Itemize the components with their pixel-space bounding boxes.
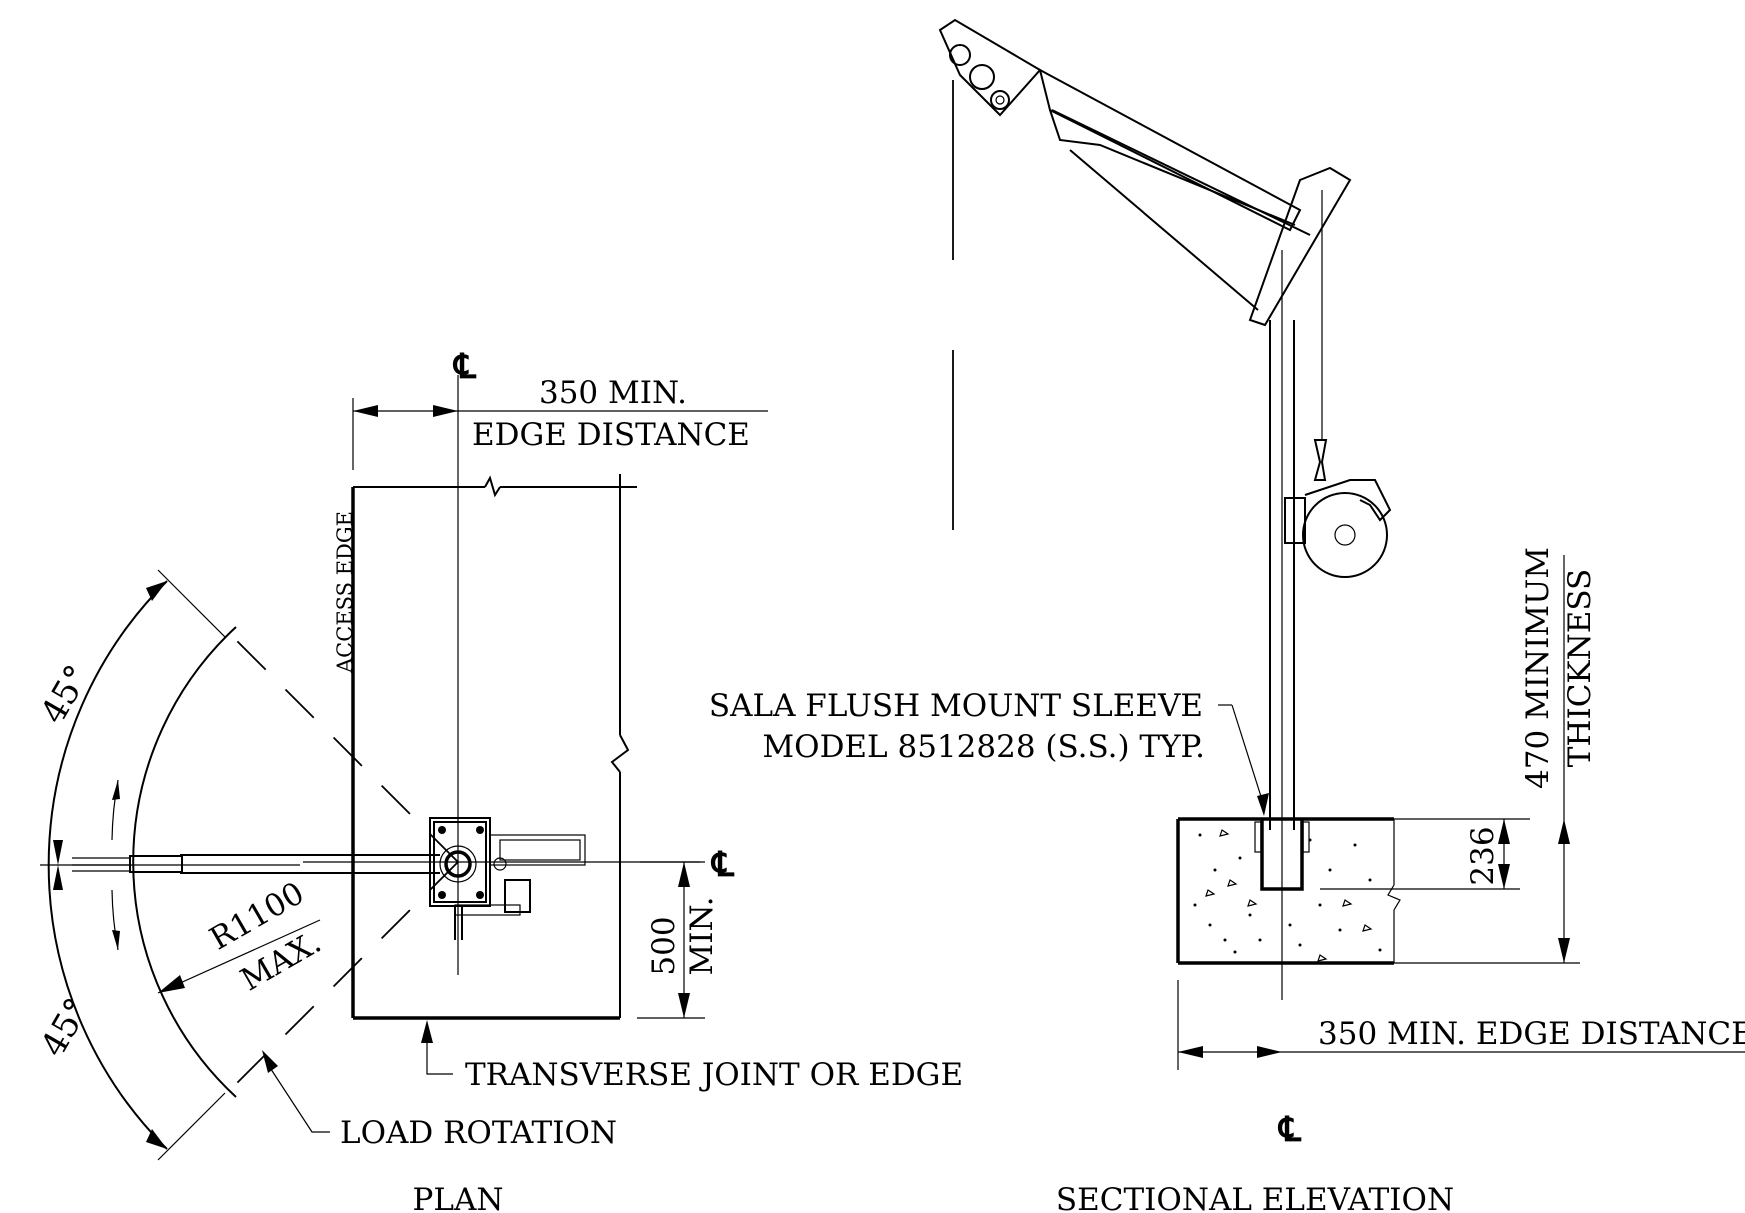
- elevation-thickness-label: THICKNESS: [1562, 569, 1598, 768]
- elevation-centerline-symbol: ℄: [1277, 1110, 1302, 1150]
- plan-transverse-joint-label: TRANSVERSE JOINT OR EDGE: [465, 1057, 963, 1093]
- elevation-concrete-hatch: [1193, 829, 1382, 962]
- plan-angle-arc: [47, 569, 226, 1161]
- plan-title: PLAN: [413, 1182, 504, 1213]
- plan-radius-arc: [132, 626, 321, 1098]
- plan-boom-arm: [72, 854, 440, 874]
- elevation-title: SECTIONAL ELEVATION: [1056, 1182, 1454, 1213]
- plan-rotation-limit-lines: [221, 625, 459, 1099]
- plan-min-label: MIN.: [684, 897, 720, 976]
- plan-load-rotation-label: LOAD ROTATION: [340, 1115, 617, 1151]
- plan-base-plate: [429, 817, 586, 940]
- plan-transverse-joint-leader: [421, 1020, 453, 1075]
- plan-centerline-symbol-top: ℄: [452, 347, 477, 387]
- plan-min-value: 500: [646, 916, 682, 975]
- plan-angle-lower: 45°: [33, 991, 98, 1063]
- elevation-concrete-slab: [1176, 817, 1401, 965]
- plan-edge-distance-label: EDGE DISTANCE: [472, 417, 750, 453]
- elevation-depth-value: 236: [1465, 826, 1501, 885]
- plan-centerlines: [303, 375, 700, 975]
- plan-edge-distance-dimension: [352, 398, 768, 470]
- plan-centerline-symbol-right: ℄: [710, 845, 735, 885]
- plan-edge-distance-value: 350 MIN.: [539, 375, 687, 411]
- elevation-mast: [1269, 250, 1295, 1000]
- plan-min-distance-dimension: [637, 861, 705, 1019]
- elevation-sleeve-leader: [1218, 704, 1269, 816]
- plan-rotation-arrows: [111, 779, 120, 951]
- elevation-sleeve-label-line2: MODEL 8512828 (S.S.) TYP.: [762, 729, 1205, 765]
- plan-access-edge-label: ACCESS EDGE: [333, 511, 357, 674]
- elevation-davit-arm: [938, 18, 1352, 440]
- elevation-edge-distance-dimension: [1177, 980, 1745, 1070]
- elevation-winch: [1284, 439, 1392, 578]
- plan-load-rotation-leader: [262, 1050, 330, 1133]
- elevation-thickness-dimension: [1394, 555, 1580, 964]
- elevation-edge-distance-label: 350 MIN. EDGE DISTANCE: [1318, 1016, 1745, 1052]
- plan-view: ℄ 350 MIN. EDGE DISTANCE ACCESS EDGE ℄ 5…: [33, 347, 963, 1213]
- plan-slab: [351, 474, 637, 1020]
- elevation-sleeve-label-line1: SALA FLUSH MOUNT SLEEVE: [709, 688, 1203, 724]
- plan-angle-upper: 45°: [33, 658, 98, 730]
- elevation-sleeve: [1253, 818, 1311, 891]
- elevation-thickness-value: 470 MINIMUM: [1520, 547, 1556, 789]
- elevation-view: SALA FLUSH MOUNT SLEEVE MODEL 8512828 (S…: [709, 18, 1745, 1213]
- elevation-depth-dimension: [1320, 818, 1530, 890]
